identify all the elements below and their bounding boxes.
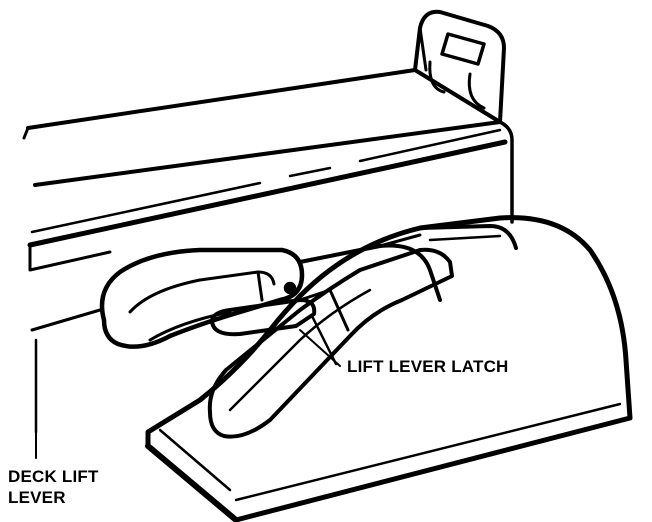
deck-lift-lever-label-line2: LEVER	[8, 488, 66, 507]
seat-panel	[22, 68, 514, 272]
deck-lift-lever-label: DECK LIFT LEVER	[8, 466, 148, 508]
console-slot	[207, 247, 454, 439]
lift-lever-latch-label: LIFT LEVER LATCH	[347, 357, 509, 376]
lever-rod	[298, 233, 442, 302]
fender-console	[145, 215, 633, 522]
latch-leader-line	[299, 329, 341, 367]
console-top-ridge	[418, 224, 518, 250]
deck-lift-lever-label-line1: DECK LIFT	[8, 467, 99, 486]
frame-edge	[30, 308, 102, 434]
seat-bracket	[413, 9, 506, 124]
